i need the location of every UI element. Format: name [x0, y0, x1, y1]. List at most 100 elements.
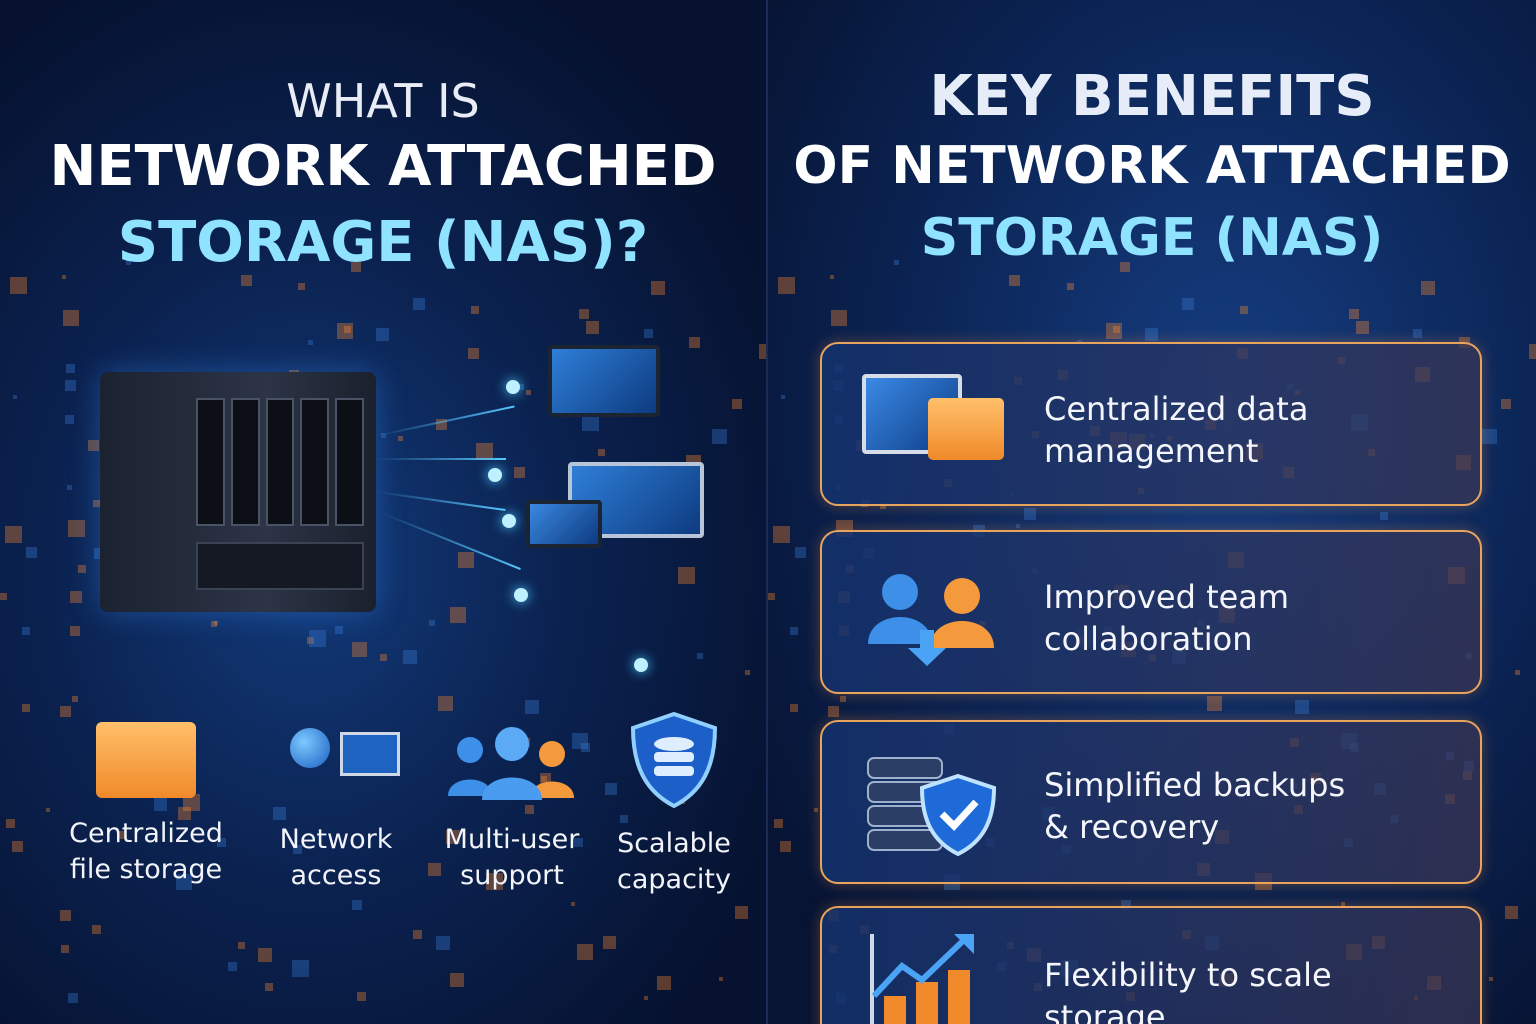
decorative-particle: [67, 485, 72, 490]
decorative-particle: [697, 653, 703, 659]
decorative-particle: [228, 962, 237, 971]
decorative-particle: [768, 593, 775, 600]
benefit-text: Simplified backups: [1044, 766, 1346, 804]
decorative-particle: [773, 526, 790, 543]
benefit-text: Centralized data: [1044, 390, 1309, 428]
decorative-particle: [1113, 326, 1120, 333]
decorative-particle: [1067, 283, 1074, 290]
decorative-particle: [582, 414, 599, 431]
decorative-particle: [154, 798, 167, 811]
network-globe-icon: [276, 728, 400, 804]
decorative-particle: [413, 298, 425, 310]
backup-shield-icon: [867, 757, 997, 856]
decorative-particle: [92, 925, 101, 934]
feature-label: access: [290, 860, 382, 891]
panel-divider: [766, 0, 768, 1024]
decorative-particle: [1529, 344, 1536, 359]
folder-icon: [96, 722, 196, 798]
decorative-particle: [476, 443, 493, 460]
decorative-particle: [1016, 524, 1020, 528]
decorative-particle: [579, 309, 589, 319]
decorative-particle: [719, 977, 723, 981]
decorative-particle: [68, 993, 78, 1003]
decorative-particle: [450, 973, 464, 987]
decorative-particle: [428, 863, 441, 876]
decorative-particle: [778, 277, 795, 294]
decorative-particle: [1024, 508, 1036, 520]
decorative-particle: [72, 696, 78, 702]
shield-database-icon: [630, 712, 718, 808]
feature-label: capacity: [617, 864, 731, 895]
benefit-text: collaboration: [1044, 620, 1253, 658]
title-storage-nas: STORAGE (NAS): [920, 208, 1384, 268]
decorative-particle: [126, 260, 131, 265]
decorative-particle: [577, 944, 593, 960]
feature-label: Centralized: [69, 818, 223, 849]
decorative-particle: [1106, 323, 1122, 339]
decorative-particle: [1121, 900, 1131, 910]
benefit-text: management: [1044, 432, 1259, 470]
decorative-particle: [689, 337, 700, 348]
decorative-particle: [840, 696, 846, 702]
decorative-particle: [94, 548, 105, 559]
decorative-particle: [183, 794, 200, 811]
decorative-particle: [65, 415, 74, 424]
decorative-particle: [436, 936, 450, 950]
decorative-particle: [60, 910, 71, 921]
decorative-particle: [68, 520, 85, 537]
decorative-particle: [735, 906, 748, 919]
feature-centralized-file-storage: Centralized file storage: [66, 712, 226, 888]
decorative-particle: [13, 395, 17, 399]
left-panel: WHAT IS NETWORK ATTACHED STORAGE (NAS)? …: [0, 0, 766, 1024]
decorative-particle: [413, 930, 422, 939]
decorative-particle: [790, 704, 798, 712]
decorative-particle: [1482, 429, 1497, 444]
decorative-particle: [63, 310, 79, 326]
decorative-particle: [1145, 328, 1158, 341]
decorative-particle: [603, 936, 616, 949]
title-what-is: WHAT IS: [286, 74, 480, 128]
decorative-particle: [6, 819, 15, 828]
decorative-particle: [620, 815, 628, 823]
decorative-particle: [581, 743, 590, 752]
decorative-particle: [78, 565, 86, 573]
decorative-particle: [5, 526, 22, 543]
decorative-particle: [586, 321, 599, 334]
decorative-particle: [1356, 321, 1369, 334]
decorative-particle: [60, 706, 71, 717]
decorative-particle: [217, 838, 226, 847]
benefit-text: Improved team: [1044, 578, 1290, 616]
decorative-particle: [403, 650, 417, 664]
decorative-particle: [830, 275, 834, 279]
decorative-particle: [1501, 399, 1511, 409]
decorative-particle: [70, 591, 82, 603]
benefit-card-backups-recovery: Simplified backups& recovery: [820, 720, 1482, 884]
title-network-attached: NETWORK ATTACHED: [49, 134, 717, 199]
feature-label: file storage: [69, 854, 223, 885]
decorative-particle: [292, 960, 309, 977]
decorative-particle: [1413, 329, 1422, 338]
decorative-particle: [880, 503, 886, 509]
decorative-particle: [780, 841, 791, 852]
decorative-particle: [759, 344, 766, 359]
decorative-particle: [540, 773, 551, 784]
decorative-particle: [429, 620, 435, 626]
decorative-particle: [790, 627, 798, 635]
decorative-particle: [65, 380, 76, 391]
decorative-particle: [644, 329, 653, 338]
decorative-particle: [831, 310, 847, 326]
decorative-particle: [265, 983, 273, 991]
decorative-particle: [344, 326, 351, 333]
title-storage-nas: STORAGE (NAS)?: [117, 210, 649, 275]
decorative-particle: [598, 449, 605, 456]
decorative-particle: [380, 654, 387, 661]
benefit-card-team-collaboration: Improved team collaboration: [820, 530, 1482, 694]
title-key-benefits: KEY BENEFITS: [929, 64, 1375, 129]
decorative-particle: [712, 429, 727, 444]
feature-label: Multi-user: [444, 824, 580, 855]
decorative-particle: [526, 390, 531, 395]
decorative-particle: [117, 831, 125, 839]
